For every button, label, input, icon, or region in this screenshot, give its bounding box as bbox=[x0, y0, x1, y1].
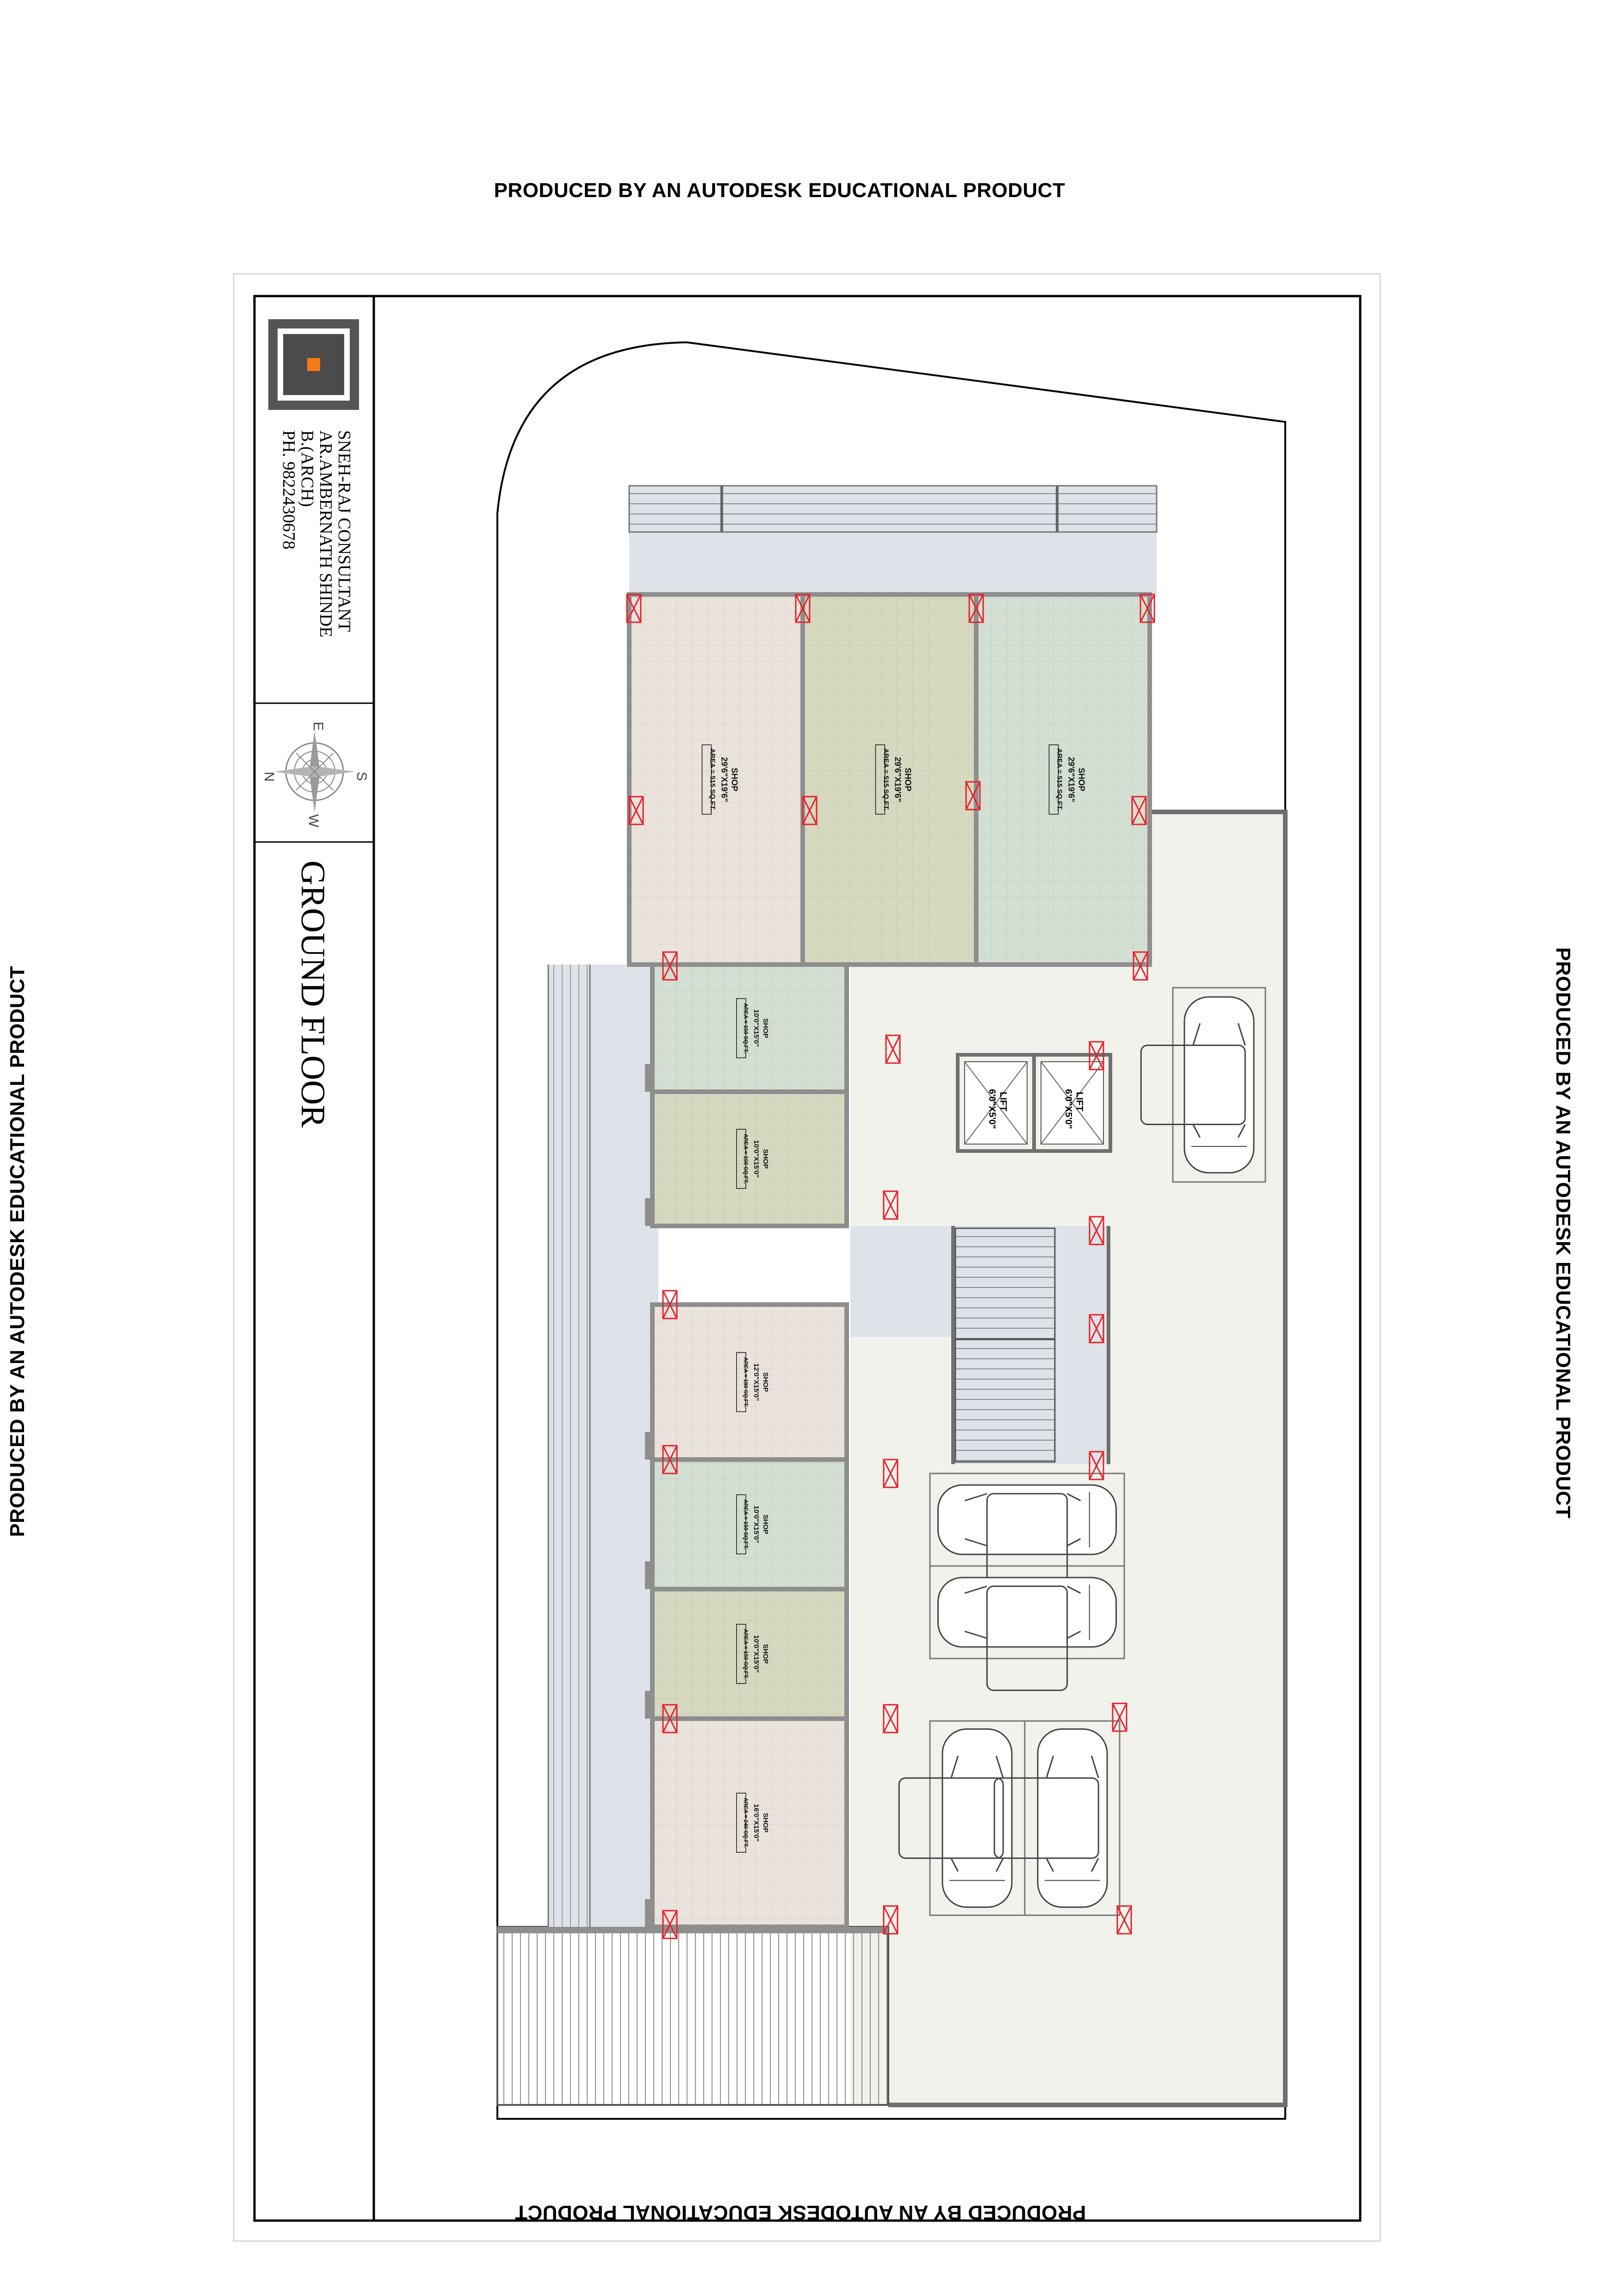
room-8-area-box bbox=[736, 1624, 746, 1684]
room-8-size: 10'0"X15'0" bbox=[752, 1635, 760, 1672]
room-2-area-box bbox=[875, 744, 886, 815]
room-7-size: 10'0"X15'0" bbox=[752, 1505, 760, 1543]
parked-car-4 bbox=[898, 1728, 1013, 1908]
door-marker-24 bbox=[662, 1910, 678, 1939]
door-marker-14 bbox=[1089, 1216, 1104, 1245]
parked-car-1 bbox=[1140, 996, 1255, 1174]
room-5-size: 10'0"X15'0" bbox=[752, 1140, 760, 1177]
door-marker-13 bbox=[883, 1190, 898, 1220]
door-marker-6 bbox=[802, 796, 818, 825]
parked-car-5 bbox=[993, 1728, 1108, 1908]
door-marker-12 bbox=[885, 1034, 901, 1064]
markers-layer bbox=[626, 594, 1155, 1939]
compass-icon: N S E W bbox=[261, 722, 369, 828]
door-marker-11 bbox=[1089, 1041, 1104, 1071]
room-9-area-box bbox=[736, 1793, 746, 1853]
door-marker-17 bbox=[1089, 1451, 1104, 1480]
room-1-area: AREA = 515 SQ.FT. bbox=[709, 749, 717, 811]
door-marker-3 bbox=[968, 594, 984, 623]
door-marker-20 bbox=[662, 1704, 678, 1733]
door-marker-21 bbox=[883, 1704, 898, 1733]
site-boundary bbox=[496, 341, 1286, 2120]
room-7-name: SHOP bbox=[762, 1515, 769, 1535]
door-marker-19 bbox=[662, 1445, 678, 1474]
door-marker-16 bbox=[1089, 1314, 1104, 1343]
staircase bbox=[951, 1226, 1110, 1464]
firm-line-3: B.(ARCH) bbox=[297, 430, 317, 507]
room-9-name: SHOP bbox=[762, 1813, 769, 1833]
compass-west: W bbox=[306, 814, 321, 828]
room-3-name: SHOP bbox=[1077, 767, 1086, 791]
room-1-area-box bbox=[701, 744, 712, 815]
cars-layer bbox=[898, 987, 1266, 1916]
room-3-size: 29'6"X19'6" bbox=[1067, 757, 1076, 802]
door-marker-5 bbox=[628, 796, 644, 825]
door-marker-4 bbox=[1140, 594, 1155, 623]
door-marker-15 bbox=[662, 1290, 678, 1319]
door-marker-1 bbox=[626, 594, 642, 623]
room-9-size: 16'0"X15'0" bbox=[752, 1804, 760, 1841]
room-4-area-box bbox=[736, 998, 746, 1058]
parked-car-3 bbox=[937, 1577, 1117, 1691]
room-6-size: 12'0"X15'0" bbox=[752, 1363, 760, 1401]
room-5-name: SHOP bbox=[762, 1149, 769, 1169]
door-marker-2 bbox=[795, 594, 811, 623]
door-marker-18 bbox=[883, 1459, 898, 1488]
watermark-top: PRODUCED BY AN AUTODESK EDUCATIONAL PROD… bbox=[494, 179, 1065, 202]
drawing-title: GROUND FLOOR bbox=[294, 860, 332, 1128]
door-marker-25 bbox=[883, 1905, 898, 1935]
room-5-area-box bbox=[736, 1129, 746, 1189]
room-6-name: SHOP bbox=[762, 1372, 769, 1392]
room-7-area-box bbox=[736, 1494, 746, 1554]
lift-1-size: 6'0"X5'0" bbox=[987, 1089, 997, 1129]
door-marker-7 bbox=[965, 781, 981, 811]
compass-east: E bbox=[310, 722, 326, 731]
room-3-area-box bbox=[1048, 744, 1059, 815]
lift-2-size: 6'0"X5'0" bbox=[1063, 1089, 1073, 1129]
compass-north: N bbox=[261, 772, 277, 782]
room-4-size: 10'0"X15'0" bbox=[752, 1009, 760, 1047]
room-4-name: SHOP bbox=[762, 1018, 769, 1038]
firm-details: SNEH-RAJ CONSULTANT AR.AMBERNATH SHINDE … bbox=[279, 430, 354, 637]
room-2-name: SHOP bbox=[904, 767, 913, 791]
lift-1-label: LIFT bbox=[998, 1092, 1008, 1111]
firm-line-2: AR.AMBERNATH SHINDE bbox=[316, 430, 335, 637]
firm-line-1: SNEH-RAJ CONSULTANT bbox=[335, 430, 354, 632]
firm-logo bbox=[268, 319, 359, 410]
lift-2-label: LIFT bbox=[1074, 1092, 1084, 1111]
door-marker-22 bbox=[1112, 1702, 1127, 1732]
room-2-area: AREA = 515 SQ.FT. bbox=[882, 749, 890, 811]
room-8-name: SHOP bbox=[762, 1644, 769, 1664]
door-marker-10 bbox=[1133, 951, 1148, 981]
entrance-ramp bbox=[496, 1926, 889, 2106]
door-marker-23 bbox=[1116, 1905, 1132, 1935]
parking-bay-1 bbox=[1172, 987, 1266, 1183]
room-1-size: 29'6"X19'6" bbox=[720, 757, 729, 802]
lift-block: LIFT 6'0"X5'0" LIFT 6'0"X5'0" bbox=[956, 1053, 1112, 1153]
firm-line-4: PH. 9822430678 bbox=[279, 430, 298, 550]
room-6-area-box bbox=[736, 1352, 746, 1412]
room-3-area: AREA = 515 SQ.FT. bbox=[1056, 749, 1064, 811]
sheet-inner-border bbox=[253, 295, 1362, 2222]
sheet-outer-border bbox=[233, 273, 1381, 2242]
door-marker-8 bbox=[1131, 796, 1147, 825]
compass-south: S bbox=[354, 772, 369, 781]
door-marker-9 bbox=[662, 951, 678, 981]
parked-car-2 bbox=[937, 1484, 1117, 1599]
room-2-size: 29'6"X19'6" bbox=[893, 757, 903, 802]
room-1-name: SHOP bbox=[730, 767, 739, 791]
